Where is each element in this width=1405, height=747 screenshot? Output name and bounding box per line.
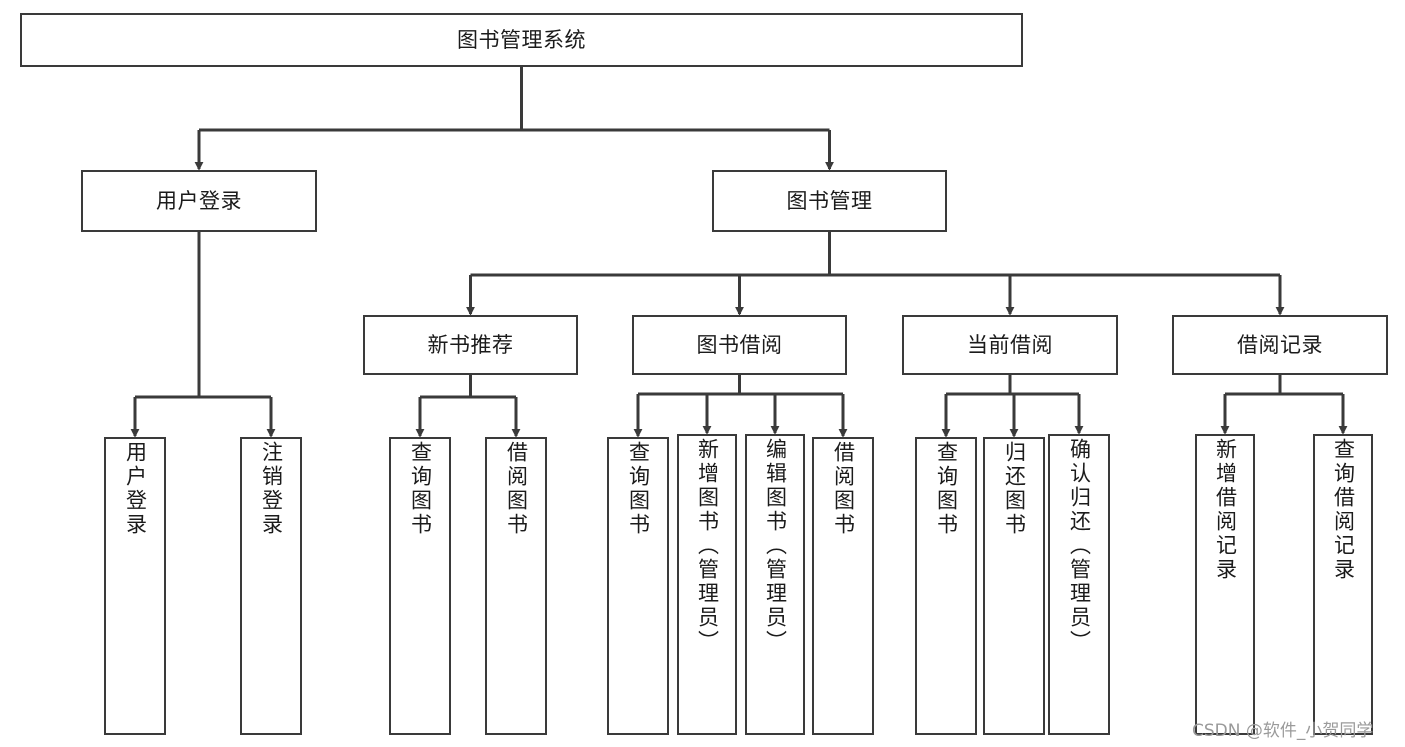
node-book-borrow[interactable]: 图书借阅 bbox=[632, 315, 847, 375]
node-root[interactable]: 图书管理系统 bbox=[20, 13, 1023, 67]
leaf-borrow-book-label: 借阅图书 bbox=[831, 441, 856, 537]
leaf-query-book-current[interactable]: 查询图书 bbox=[915, 437, 977, 735]
leaf-user-login-label: 用户登录 bbox=[123, 441, 148, 537]
leaf-add-book-admin-label: 新增图书（管理员） bbox=[695, 438, 720, 654]
leaf-query-book-recommend[interactable]: 查询图书 bbox=[389, 437, 451, 735]
leaf-query-borrow-record[interactable]: 查询借阅记录 bbox=[1313, 434, 1373, 735]
leaf-add-borrow-record-label: 新增借阅记录 bbox=[1213, 438, 1238, 582]
leaf-user-login[interactable]: 用户登录 bbox=[104, 437, 166, 735]
leaf-query-borrow-record-label: 查询借阅记录 bbox=[1331, 438, 1356, 582]
leaf-query-book-current-label: 查询图书 bbox=[934, 441, 959, 537]
leaf-query-book[interactable]: 查询图书 bbox=[607, 437, 669, 735]
leaf-confirm-return-admin[interactable]: 确认归还（管理员） bbox=[1048, 434, 1110, 735]
node-book-management-label: 图书管理 bbox=[786, 188, 873, 213]
node-user-login-label: 用户登录 bbox=[156, 188, 242, 213]
node-current-borrow[interactable]: 当前借阅 bbox=[902, 315, 1118, 375]
leaf-confirm-return-admin-label: 确认归还（管理员） bbox=[1067, 438, 1092, 654]
leaf-borrow-book-recommend[interactable]: 借阅图书 bbox=[485, 437, 547, 735]
leaf-return-book-label: 归还图书 bbox=[1002, 441, 1027, 537]
node-book-management[interactable]: 图书管理 bbox=[712, 170, 947, 232]
node-current-borrow-label: 当前借阅 bbox=[967, 332, 1053, 357]
leaf-borrow-book[interactable]: 借阅图书 bbox=[812, 437, 874, 735]
node-new-book-recommend-label: 新书推荐 bbox=[427, 332, 514, 357]
leaf-add-book-admin[interactable]: 新增图书（管理员） bbox=[677, 434, 737, 735]
node-borrow-record-label: 借阅记录 bbox=[1237, 332, 1323, 357]
leaf-add-borrow-record[interactable]: 新增借阅记录 bbox=[1195, 434, 1255, 735]
leaf-logout-login[interactable]: 注销登录 bbox=[240, 437, 302, 735]
leaf-edit-book-admin[interactable]: 编辑图书（管理员） bbox=[745, 434, 805, 735]
leaf-borrow-book-recommend-label: 借阅图书 bbox=[504, 441, 529, 537]
node-book-borrow-label: 图书借阅 bbox=[696, 332, 783, 357]
leaf-return-book[interactable]: 归还图书 bbox=[983, 437, 1045, 735]
node-new-book-recommend[interactable]: 新书推荐 bbox=[363, 315, 578, 375]
node-root-label: 图书管理系统 bbox=[457, 27, 586, 52]
node-user-login[interactable]: 用户登录 bbox=[81, 170, 317, 232]
leaf-query-book-recommend-label: 查询图书 bbox=[408, 441, 433, 537]
leaf-logout-login-label: 注销登录 bbox=[259, 441, 284, 537]
leaf-edit-book-admin-label: 编辑图书（管理员） bbox=[763, 438, 788, 654]
leaf-query-book-label: 查询图书 bbox=[626, 441, 651, 537]
node-borrow-record[interactable]: 借阅记录 bbox=[1172, 315, 1388, 375]
